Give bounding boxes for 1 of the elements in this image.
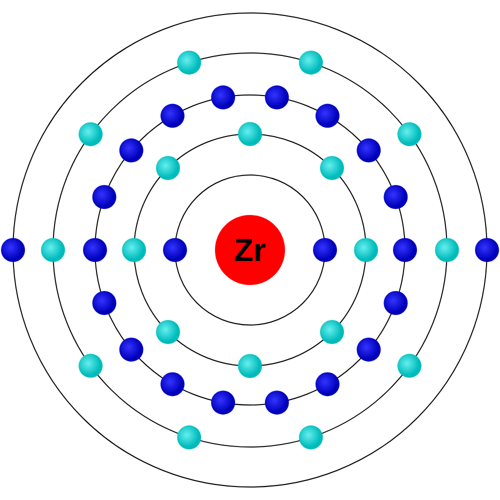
nucleus: Zr [215, 215, 285, 285]
